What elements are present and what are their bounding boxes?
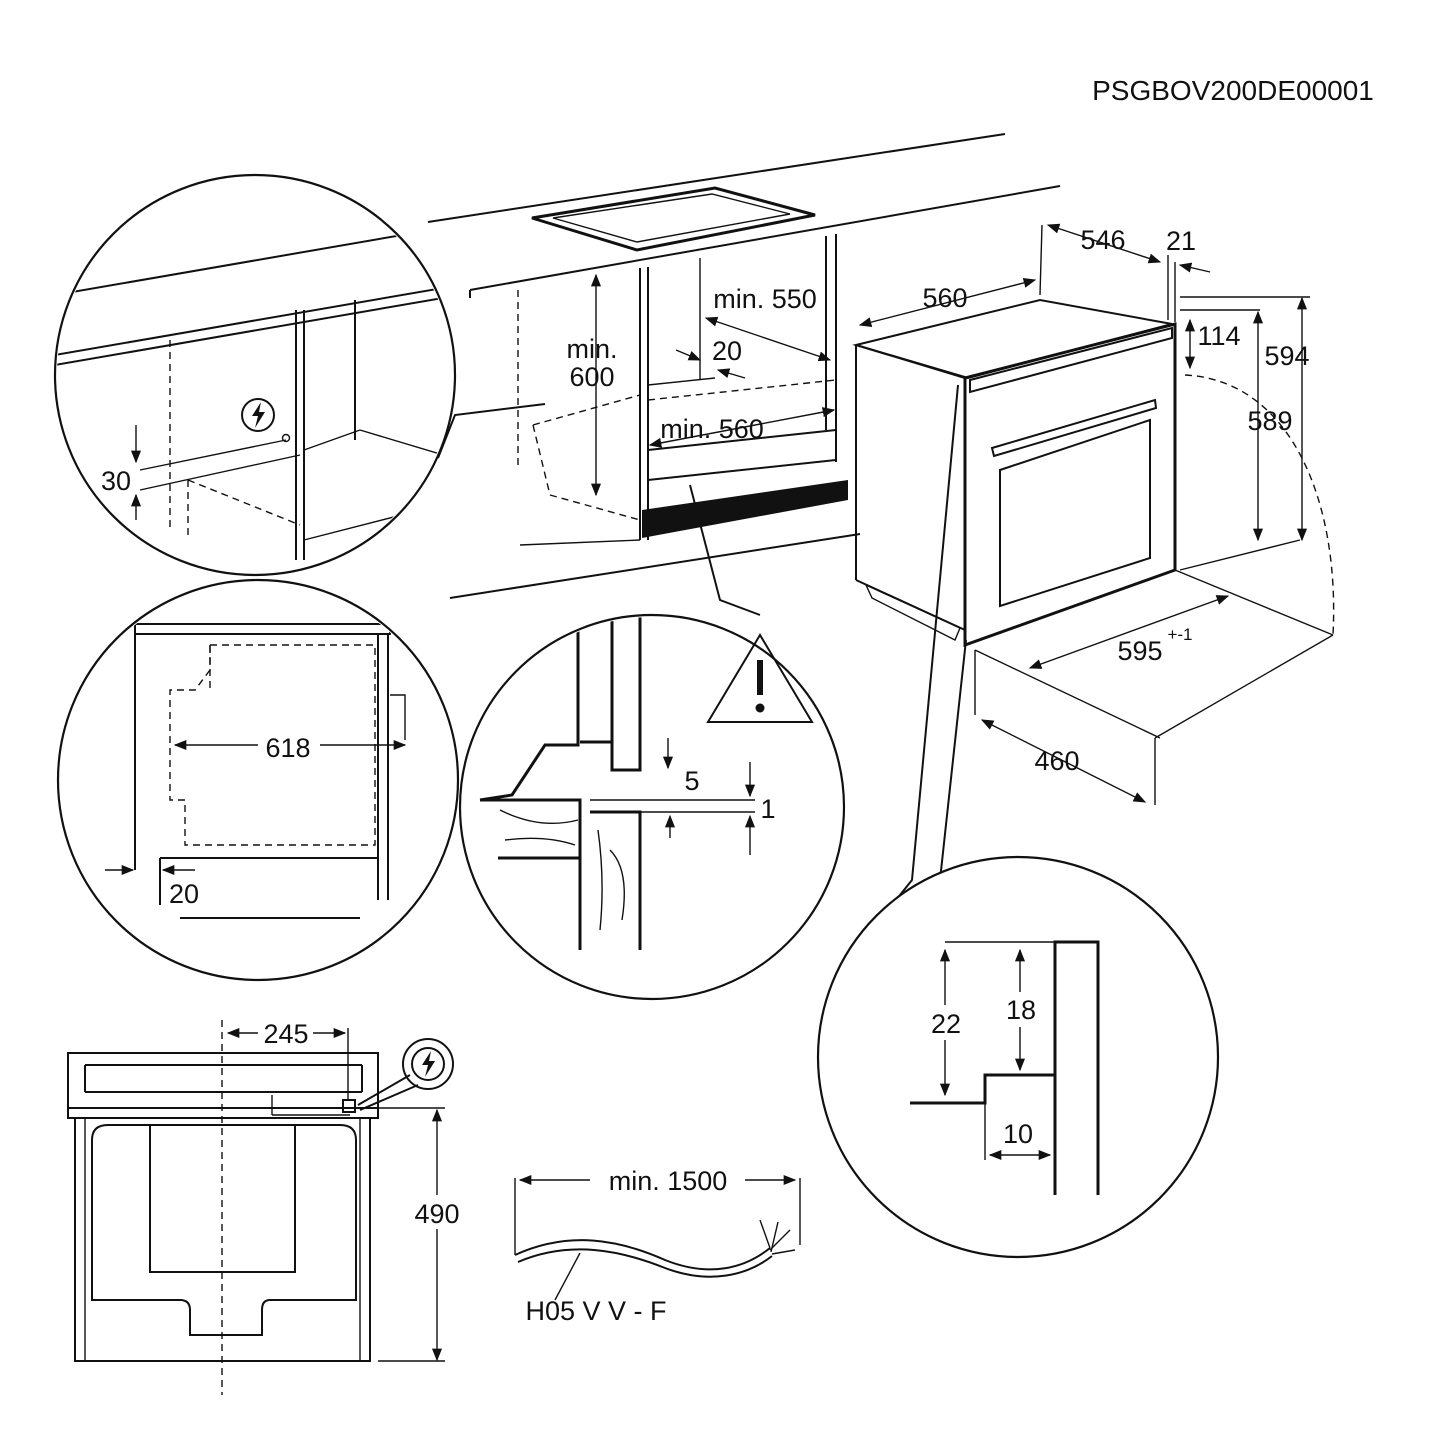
detail-socket-height: 30 <box>53 173 457 577</box>
dim-21: 21 <box>1166 226 1196 256</box>
dim-490: 490 <box>414 1199 459 1229</box>
power-cable: min. 1500 H05 V V - F <box>514 1166 801 1326</box>
electric-hazard-icon <box>402 1038 454 1090</box>
dim-10: 10 <box>1003 1119 1033 1149</box>
oven-dimensions: 546 21 560 114 589 594 595 +-1 460 <box>858 223 1335 805</box>
dim-30: 30 <box>101 466 131 496</box>
dim-589: 589 <box>1247 406 1292 436</box>
oven-front-view: 245 490 <box>67 1018 464 1395</box>
cooktop <box>531 186 816 252</box>
dim-20-top: 20 <box>712 336 742 366</box>
dim-245: 245 <box>263 1019 308 1049</box>
dim-1: 1 <box>760 794 775 824</box>
warning-triangle-icon <box>706 633 814 723</box>
dim-114: 114 <box>1197 321 1240 351</box>
dim-595-tolerance: +-1 <box>1167 625 1192 644</box>
dim-618: 618 <box>265 733 310 763</box>
detail-door-step: 22 18 10 <box>816 855 1220 1259</box>
dim-22: 22 <box>931 1009 961 1039</box>
dim-min560: min. 560 <box>660 414 764 444</box>
detail-618-width: 618 20 <box>56 578 460 982</box>
dim-20-side: 20 <box>169 879 199 909</box>
dim-min1500: min. 1500 <box>609 1166 728 1196</box>
dim-min550: min. 550 <box>713 284 817 314</box>
detail-plinth-gap: 5 1 <box>458 613 846 1001</box>
dim-560: 560 <box>922 283 967 313</box>
dim-18: 18 <box>1006 995 1036 1025</box>
dim-594: 594 <box>1264 341 1309 371</box>
plinth <box>642 480 848 538</box>
electric-hazard-icon <box>241 398 275 432</box>
dim-min600-line2: 600 <box>569 362 614 392</box>
document-code: PSGBOV200DE00001 <box>1092 75 1374 106</box>
cabinet-dimensions: min. 600 min. 550 20 min. 560 <box>566 273 836 497</box>
dim-595: 595 <box>1117 636 1162 666</box>
dim-546: 546 <box>1080 225 1125 255</box>
oven <box>852 298 1177 648</box>
dim-460: 460 <box>1034 746 1079 776</box>
cable-type: H05 V V - F <box>525 1296 666 1326</box>
dim-min600-line1: min. <box>566 334 617 364</box>
dim-5: 5 <box>684 766 699 796</box>
